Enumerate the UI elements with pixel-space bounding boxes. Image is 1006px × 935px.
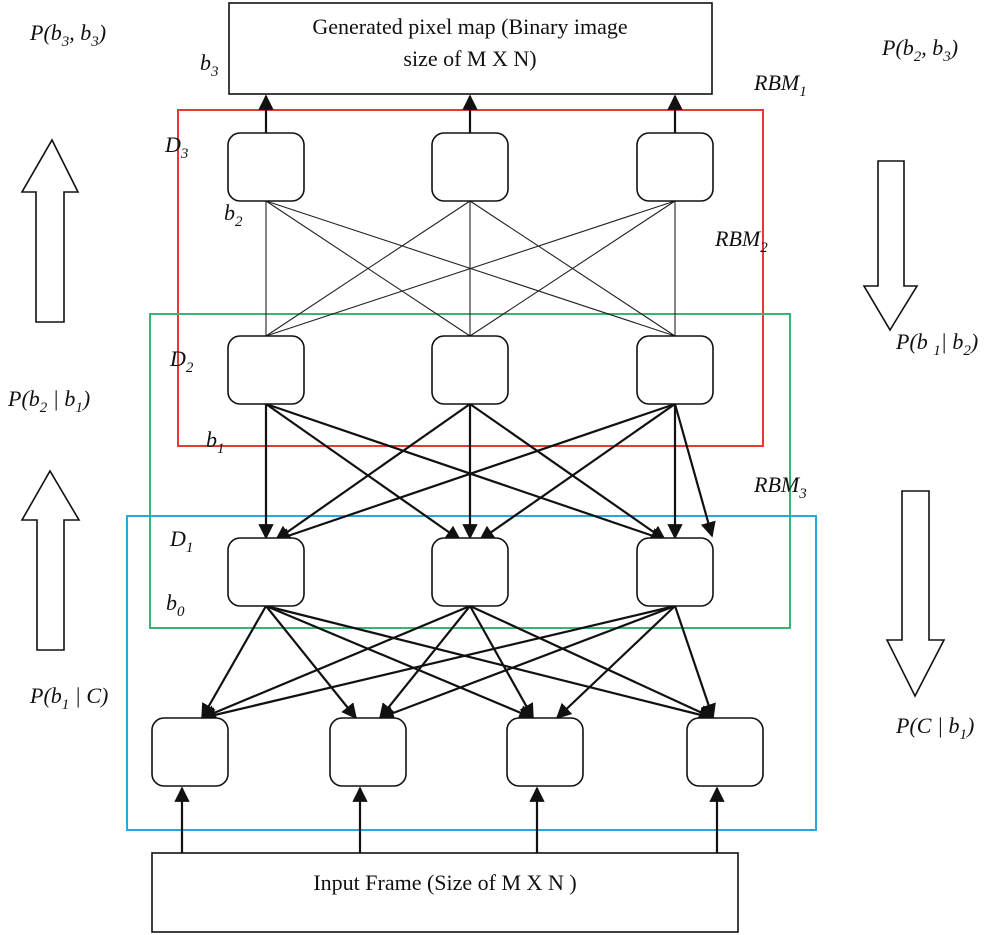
generated-pixel-map-line2: size of M X N)	[403, 46, 536, 71]
downward-arrow-top-right-icon	[862, 160, 919, 332]
layer-label-d2: D2	[169, 346, 194, 376]
node-d3-3	[636, 132, 714, 202]
generated-pixel-map-box	[228, 2, 713, 95]
node-d3-2	[431, 132, 509, 202]
node-d2-1	[227, 335, 305, 405]
arrow-d1-to-input	[469, 605, 715, 720]
probability-bottom-right: P(C | b1)	[895, 713, 974, 743]
probability-bottom-left: P(b1 | C)	[29, 683, 108, 713]
node-input-2	[329, 717, 407, 787]
layer-label-d1: D1	[169, 526, 193, 556]
arrow-d1-to-input	[265, 604, 535, 720]
generated-pixel-map-line1: Generated pixel map (Binary image	[312, 14, 627, 39]
arrow-d1-to-input	[379, 605, 471, 720]
downward-arrow-bottom-right-icon	[885, 490, 946, 698]
node-input-3	[506, 717, 584, 787]
connections-group	[174, 94, 725, 853]
node-d1-2	[431, 537, 509, 607]
node-d2-2	[431, 335, 509, 405]
nodes-group	[151, 132, 764, 787]
arrow-d1-to-input	[200, 604, 676, 723]
arrow-d2-to-d1	[469, 403, 667, 541]
layer-label-b1: b1	[206, 427, 225, 457]
node-input-4	[686, 717, 764, 787]
rbm3-label: RBM3	[753, 472, 807, 502]
arrow-d1-to-input	[201, 605, 267, 720]
arrow-d1-to-input	[469, 605, 534, 720]
arrow-d1-to-input	[200, 604, 471, 720]
node-d1-3	[636, 537, 714, 607]
arrow-d2-to-d1	[274, 403, 471, 541]
node-input-1	[151, 717, 229, 787]
rbm1-label: RBM1	[753, 70, 807, 100]
link-d2-d3	[265, 200, 471, 337]
probability-mid-left: P(b2 | b1)	[7, 386, 90, 416]
upward-arrow-bottom-left-icon	[20, 469, 81, 651]
arrow-d1-to-input	[673, 605, 716, 720]
upward-arrow-top-left-icon	[20, 138, 80, 323]
node-d3-1	[227, 132, 305, 202]
probability-mid-right: P(b 1| b2)	[895, 329, 978, 359]
arrow-d2-to-d1	[274, 402, 676, 543]
rbm3-boundary	[126, 515, 817, 831]
node-d1-1	[227, 537, 305, 607]
layer-label-b2: b2	[224, 200, 243, 230]
link-d2-d3	[265, 200, 676, 337]
rbm2-label: RBM2	[714, 226, 768, 256]
arrow-d1-to-input	[265, 605, 357, 720]
layer-label-b0: b0	[166, 590, 185, 620]
input-frame-label: Input Frame (Size of M X N )	[313, 870, 576, 895]
arrow-d2-to-d1	[265, 403, 462, 541]
input-frame-box	[151, 852, 739, 933]
arrow-d1-to-input	[378, 604, 676, 721]
node-d2-3	[636, 335, 714, 405]
layer-label-d3: D3	[164, 132, 188, 162]
arrow-d1-to-input	[555, 605, 676, 720]
layer-label-b3: b3	[200, 50, 219, 80]
arrow-d2-to-d1	[673, 403, 716, 538]
probability-top-right: P(b2, b3)	[881, 35, 958, 65]
arrow-d1-to-input	[265, 604, 715, 723]
probability-top-left: P(b3, b3)	[29, 20, 106, 50]
link-d2-d3	[469, 200, 676, 337]
arrow-d2-to-d1	[478, 403, 676, 541]
arrow-d2-to-d1	[265, 402, 667, 543]
